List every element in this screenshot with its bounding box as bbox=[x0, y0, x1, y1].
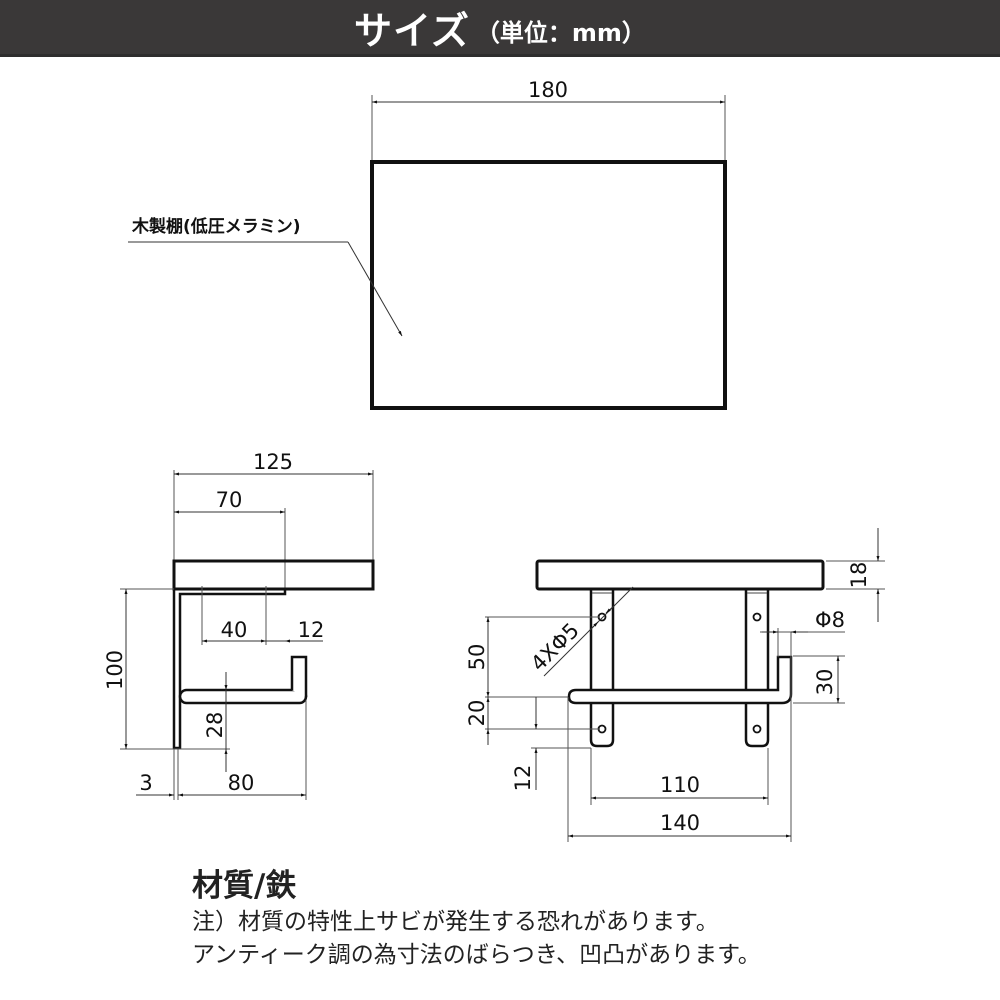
upper-hole-label: 50 bbox=[465, 644, 489, 671]
top-view: 180 木製棚(低圧メラミン) bbox=[128, 78, 727, 410]
bracket-left-front bbox=[589, 589, 615, 748]
width-dimension-label: 180 bbox=[528, 78, 568, 102]
bracket-span-label: 110 bbox=[660, 773, 700, 797]
bar-height-label: 28 bbox=[203, 712, 227, 739]
note-line-1: 注）材質の特性上サビが発生する恐れがあります。 bbox=[192, 909, 719, 935]
note-line-2: アンティーク調の為寸法のばらつき、凹凸があります。 bbox=[192, 942, 761, 968]
page-header: サイズ （単位：mm） bbox=[0, 0, 1000, 57]
bottom-offset-label: 12 bbox=[511, 765, 535, 792]
bar-depth-label: 80 bbox=[228, 771, 255, 795]
side-view: 125 70 40 12 100 28 3 bbox=[103, 450, 375, 800]
offset-12-label: 12 bbox=[298, 618, 325, 642]
shelf-top-outline bbox=[370, 160, 727, 410]
bar-width-label: 140 bbox=[660, 811, 700, 835]
shelf-material-callout: 木製棚(低圧メラミン) bbox=[131, 216, 301, 237]
towel-bar-front bbox=[567, 655, 793, 705]
notes-section: 材質/鉄 注）材質の特性上サビが発生する恐れがあります。 アンティーク調の為寸法… bbox=[192, 866, 761, 972]
shelf-front-outline bbox=[535, 559, 825, 591]
thickness-label: 3 bbox=[139, 771, 152, 795]
height-label: 100 bbox=[103, 650, 127, 690]
towel-bar-side bbox=[178, 688, 308, 705]
header-unit: （単位：mm） bbox=[475, 18, 646, 47]
bar-diameter-label: Φ8 bbox=[815, 608, 845, 632]
front-view: 18 4XΦ5 Φ8 30 bbox=[465, 528, 885, 842]
hole-callout-label: 4XΦ5 bbox=[526, 618, 584, 676]
towel-bar-hook-side bbox=[290, 655, 308, 697]
header-title: サイズ bbox=[354, 8, 470, 53]
callout-leader-arrow bbox=[347, 241, 403, 337]
bracket-top-label: 70 bbox=[216, 488, 243, 512]
depth-total-label: 125 bbox=[253, 450, 293, 474]
material-heading: 材質/鉄 bbox=[192, 868, 297, 904]
bracket-right-front bbox=[744, 589, 770, 748]
hook-height-label: 30 bbox=[813, 669, 837, 696]
shelf-side-outline bbox=[172, 559, 375, 591]
hole-span-label: 40 bbox=[221, 618, 248, 642]
screw-hole-icon bbox=[752, 612, 762, 622]
screw-hole-icon bbox=[752, 724, 762, 734]
shelf-thickness-label: 18 bbox=[847, 562, 871, 589]
bracket-side-outline bbox=[172, 587, 287, 750]
lower-hole-label: 20 bbox=[465, 700, 489, 727]
